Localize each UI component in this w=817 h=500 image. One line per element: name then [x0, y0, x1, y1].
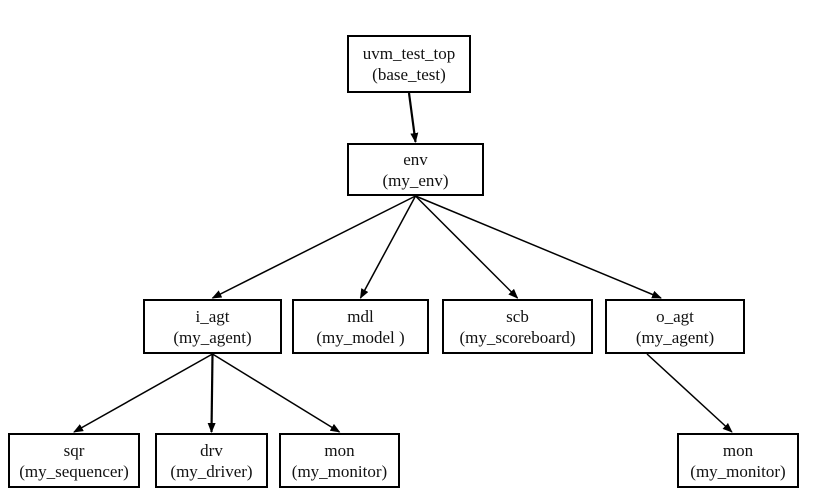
- node-type: (base_test): [372, 65, 446, 84]
- node-type: (my_agent): [173, 327, 252, 347]
- node-mdl: mdl (my_model ): [292, 299, 429, 354]
- edge-env-to-mdl: [359, 195, 417, 299]
- node-scb: scb (my_scoreboard): [442, 299, 593, 354]
- node-name: mdl: [347, 306, 374, 326]
- node-name: uvm_test_top: [362, 44, 456, 63]
- node-type: (my_sequencer): [19, 461, 129, 481]
- edge-i_agt-to-sqr: [73, 353, 213, 433]
- node-type: (my_monitor): [291, 461, 388, 481]
- node-sqr: sqr (my_sequencer): [8, 433, 140, 488]
- edge-uvm_test_top-to-env: [407, 92, 419, 143]
- node-o-agt: o_agt (my_agent): [605, 299, 745, 354]
- edge-o_agt-to-mon_o: [646, 353, 733, 433]
- node-type: (my_monitor): [690, 461, 786, 481]
- node-mon-o-agt: mon (my_monitor): [677, 433, 799, 488]
- node-i-agt: i_agt (my_agent): [143, 299, 282, 354]
- edge-env-to-i_agt: [211, 195, 416, 299]
- node-name: mon: [324, 440, 355, 460]
- edge-i_agt-to-drv: [207, 353, 216, 433]
- node-type: (my_scoreboard): [459, 327, 576, 347]
- node-name: mon: [722, 440, 754, 460]
- node-name: sqr: [63, 440, 85, 460]
- edge-env-to-o_agt: [415, 195, 662, 299]
- node-name: env: [403, 149, 428, 169]
- node-name: o_agt: [656, 306, 694, 326]
- node-name: drv: [200, 440, 223, 460]
- node-type: (my_env): [382, 170, 449, 190]
- node-type: (my_driver): [170, 461, 253, 481]
- node-type: (my_model ): [316, 327, 405, 347]
- node-name: scb: [506, 306, 529, 326]
- node-name: i_agt: [195, 306, 230, 326]
- node-env: env (my_env): [347, 143, 484, 196]
- node-uvm-test-top: uvm_test_top (base_test): [347, 35, 471, 93]
- node-type: (my_agent): [635, 327, 715, 347]
- edge-env-to-scb: [414, 195, 519, 299]
- edge-i_agt-to-mon_i: [212, 353, 341, 433]
- node-mon-i-agt: mon (my_monitor): [279, 433, 400, 488]
- node-drv: drv (my_driver): [155, 433, 268, 488]
